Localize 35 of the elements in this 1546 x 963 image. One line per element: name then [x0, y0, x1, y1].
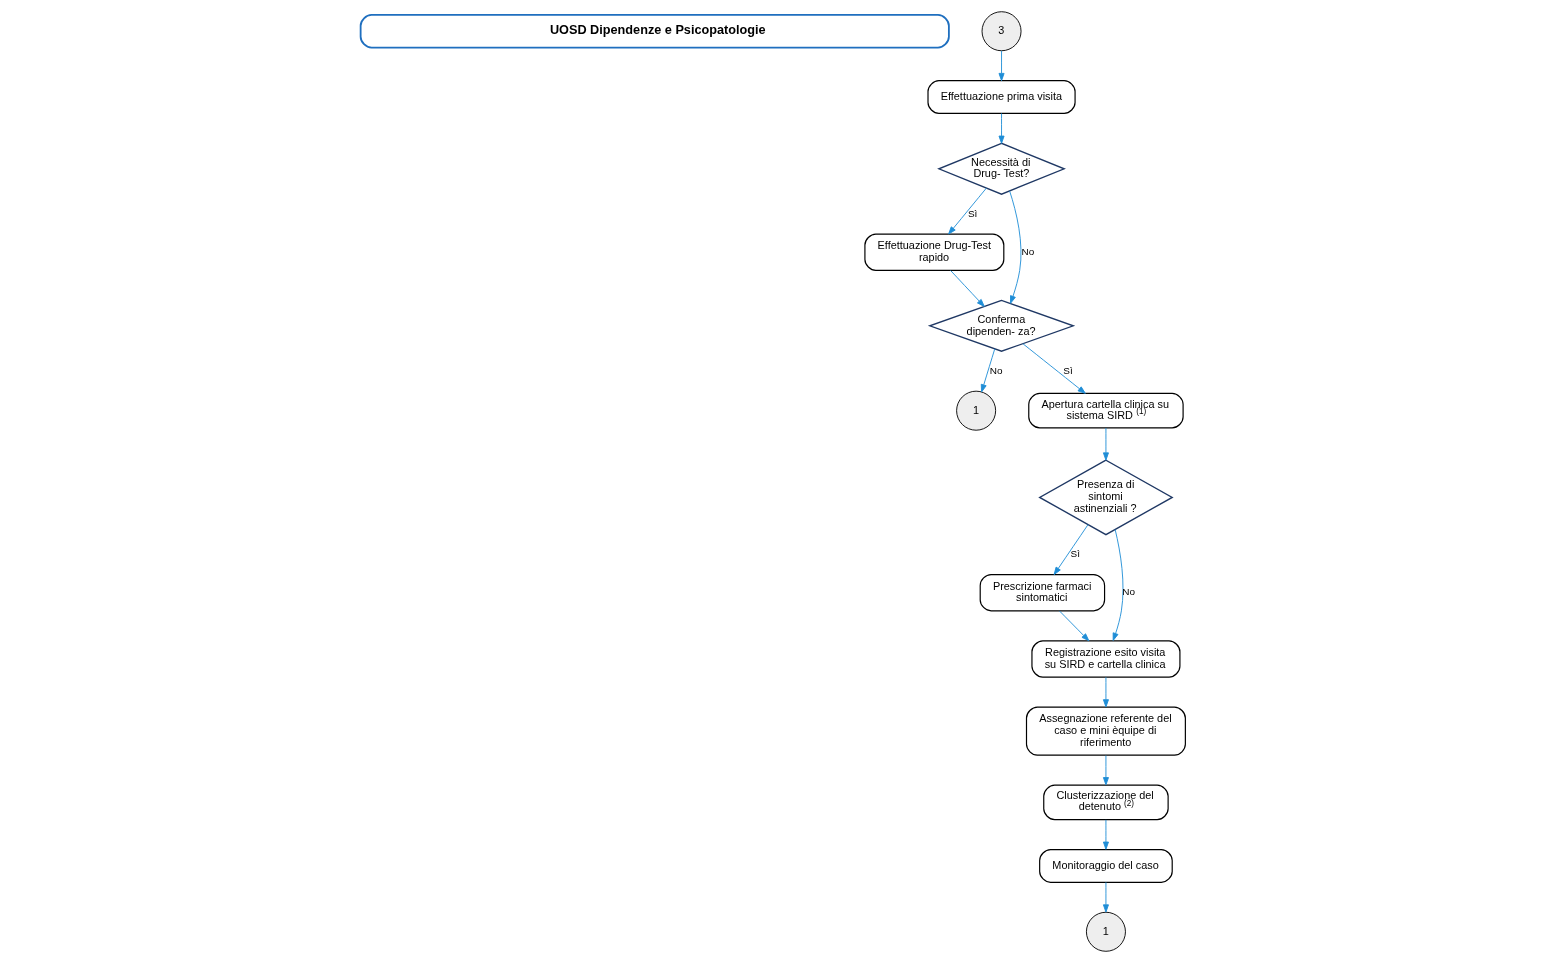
node-box: UOSD Dipendenze e Psicopatologie [359, 14, 950, 49]
arrow [1009, 190, 1022, 304]
edge-label: No [1122, 586, 1136, 598]
arrow [1102, 755, 1109, 786]
node-box: Prescrizione farmaci sintomatici [979, 573, 1106, 612]
arrow [1102, 427, 1109, 461]
node-box: Effettuazione prima visita [927, 80, 1076, 114]
arrow [1058, 610, 1090, 642]
node-box: Clusterizzazione del detenuto $^{(2)}$ [1043, 784, 1169, 821]
arrow [1102, 819, 1109, 850]
edge-label: Sì [1063, 364, 1073, 376]
arrow [998, 113, 1005, 144]
edge-label: Sì [967, 207, 978, 219]
arrow [1112, 529, 1124, 641]
edge-label: Sì [1070, 548, 1080, 560]
node-diamond: Presenza di sintomi astinenziali ? [1038, 459, 1174, 536]
node-circle: 1 [1085, 911, 1126, 952]
node-box: Monitoraggio del caso [1039, 849, 1173, 883]
node-circle: 1 [956, 390, 997, 431]
arrow [1102, 881, 1109, 913]
arrow [1022, 343, 1086, 394]
arrow [1102, 676, 1109, 708]
node-box: Registrazione esito visita su SIRD e cartella clinica [1031, 640, 1181, 678]
arrow [1053, 524, 1089, 575]
arrow [950, 270, 985, 307]
node-box: Apertura cartella clinica su sistema SIRD $^{(1)}$ [1028, 392, 1184, 429]
node-circle: 3 [981, 11, 1022, 52]
node-box: Effettuazione Drug-Test rapido [864, 233, 1005, 272]
node-box: Assegnazione referente del caso e mini èquipe di riferimento [1025, 706, 1186, 756]
arrow [998, 50, 1005, 82]
edge-label: No [1021, 245, 1035, 257]
arrow [948, 187, 987, 235]
arrow [980, 348, 996, 393]
edge-label: No [989, 364, 1003, 376]
node-diamond: Necessità di Drug- Test? [937, 142, 1066, 195]
